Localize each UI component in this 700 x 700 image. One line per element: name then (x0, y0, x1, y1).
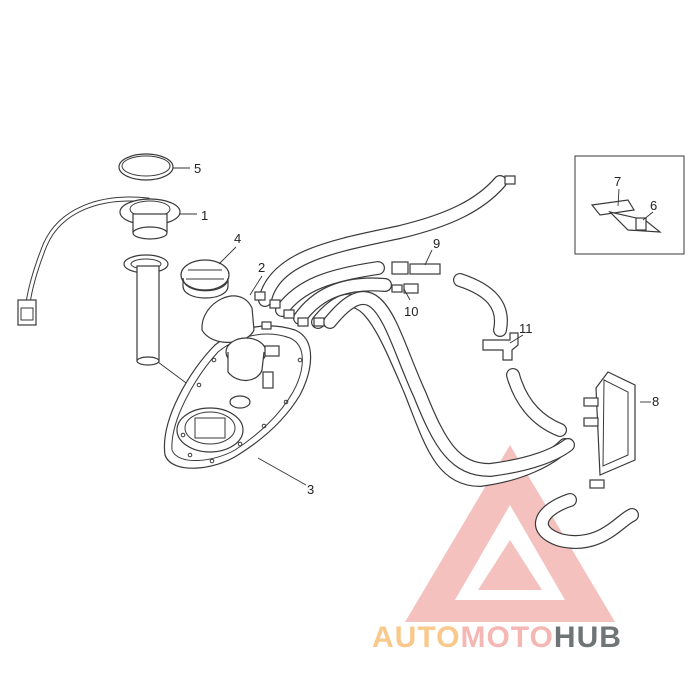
hose-set (258, 175, 639, 549)
part-1-level-sender (17, 196, 226, 413)
part-9-10-connectors (391, 261, 441, 294)
watermark-triangle-core (478, 540, 542, 590)
inset-box (574, 155, 685, 255)
part-3-base-plate (163, 295, 312, 469)
part-8-canister (583, 371, 636, 489)
callout-10: 10 (404, 304, 418, 319)
leader-lines (173, 167, 651, 486)
svg-text:AUTOMOTOHUB: AUTOMOTOHUB (372, 621, 622, 654)
callout-5: 5 (194, 161, 201, 176)
part-5-cap (118, 153, 174, 181)
part-4-filler-cap (180, 259, 230, 299)
callout-1: 1 (201, 208, 208, 223)
callout-2: 2 (258, 260, 265, 275)
watermark-text-moto: MOTO (460, 621, 553, 654)
watermark-logo (405, 445, 615, 622)
part-2-clamps (254, 175, 516, 330)
callout-6: 6 (650, 198, 657, 213)
watermark-text-auto: AUTO (372, 621, 460, 654)
part-11-t-connector (482, 332, 519, 361)
callout-7: 7 (614, 174, 621, 189)
callout-4: 4 (234, 231, 241, 246)
callout-3: 3 (307, 482, 314, 497)
watermark-wordmark: AUTOMOTOHUB (372, 621, 622, 654)
callout-9: 9 (433, 236, 440, 251)
callout-11: 11 (519, 321, 533, 336)
callout-8: 8 (652, 394, 659, 409)
callout-labels: 5 1 4 2 3 7 6 8 9 10 11 (194, 161, 659, 497)
watermark-text-hub: HUB (554, 621, 622, 654)
